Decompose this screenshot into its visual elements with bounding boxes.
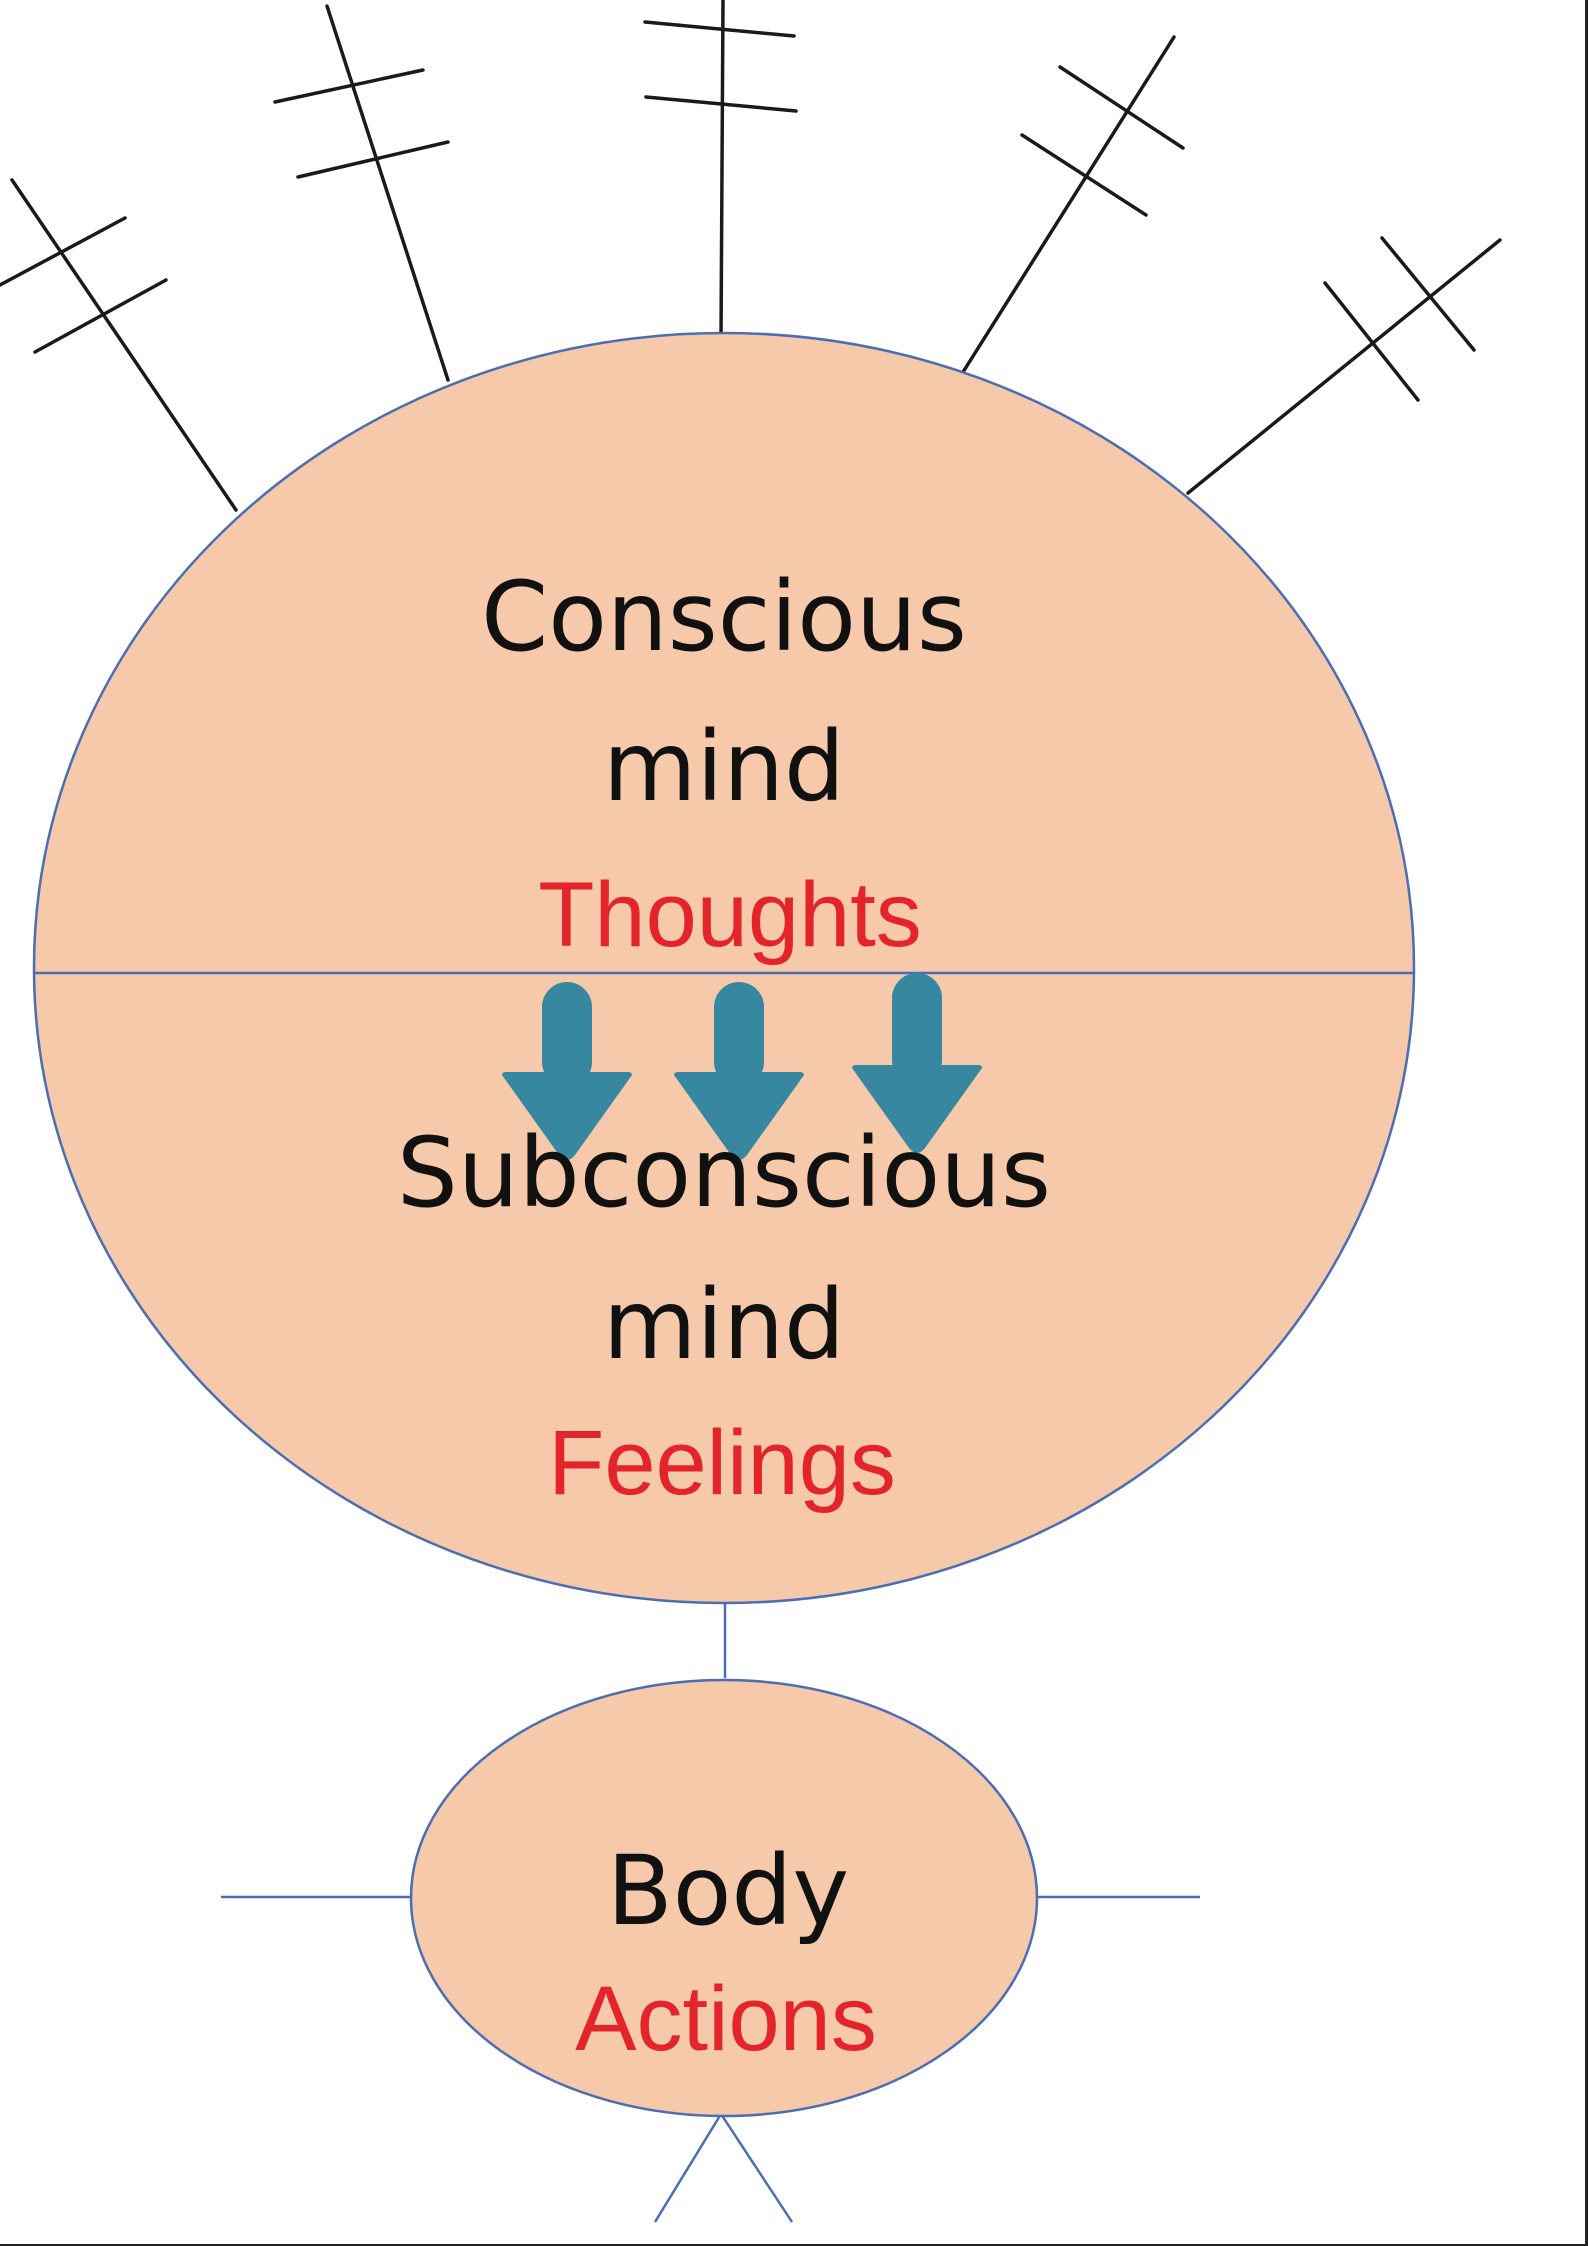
antenna-far-right	[1186, 236, 1502, 495]
body-ellipse	[409, 1678, 1039, 2118]
legs	[653, 2113, 794, 2223]
thoughts-label: Thoughts	[538, 864, 922, 966]
actions-label: Actions	[575, 1968, 877, 2070]
down-arrow-right-icon	[852, 973, 982, 1153]
conscious-title-line2: mind	[603, 711, 845, 823]
body-title: Body	[607, 1835, 849, 1947]
feelings-label: Feelings	[548, 1412, 896, 1514]
down-arrow-left-icon	[502, 982, 632, 1160]
right-edge-border	[1585, 0, 1588, 2246]
subconscious-title-line2: mind	[603, 1269, 845, 1381]
down-arrows	[502, 973, 982, 1160]
down-arrow-middle-icon	[674, 982, 804, 1160]
antenna-center	[643, 0, 798, 340]
antenna-far-left	[0, 178, 238, 512]
antenna-right	[956, 35, 1185, 382]
conscious-title-line1: Conscious	[481, 561, 967, 673]
antennae	[0, 0, 1502, 512]
bottom-edge-border	[0, 2244, 1588, 2246]
subconscious-title-line1: Subconscious	[397, 1117, 1051, 1229]
antenna-left	[273, 4, 450, 382]
